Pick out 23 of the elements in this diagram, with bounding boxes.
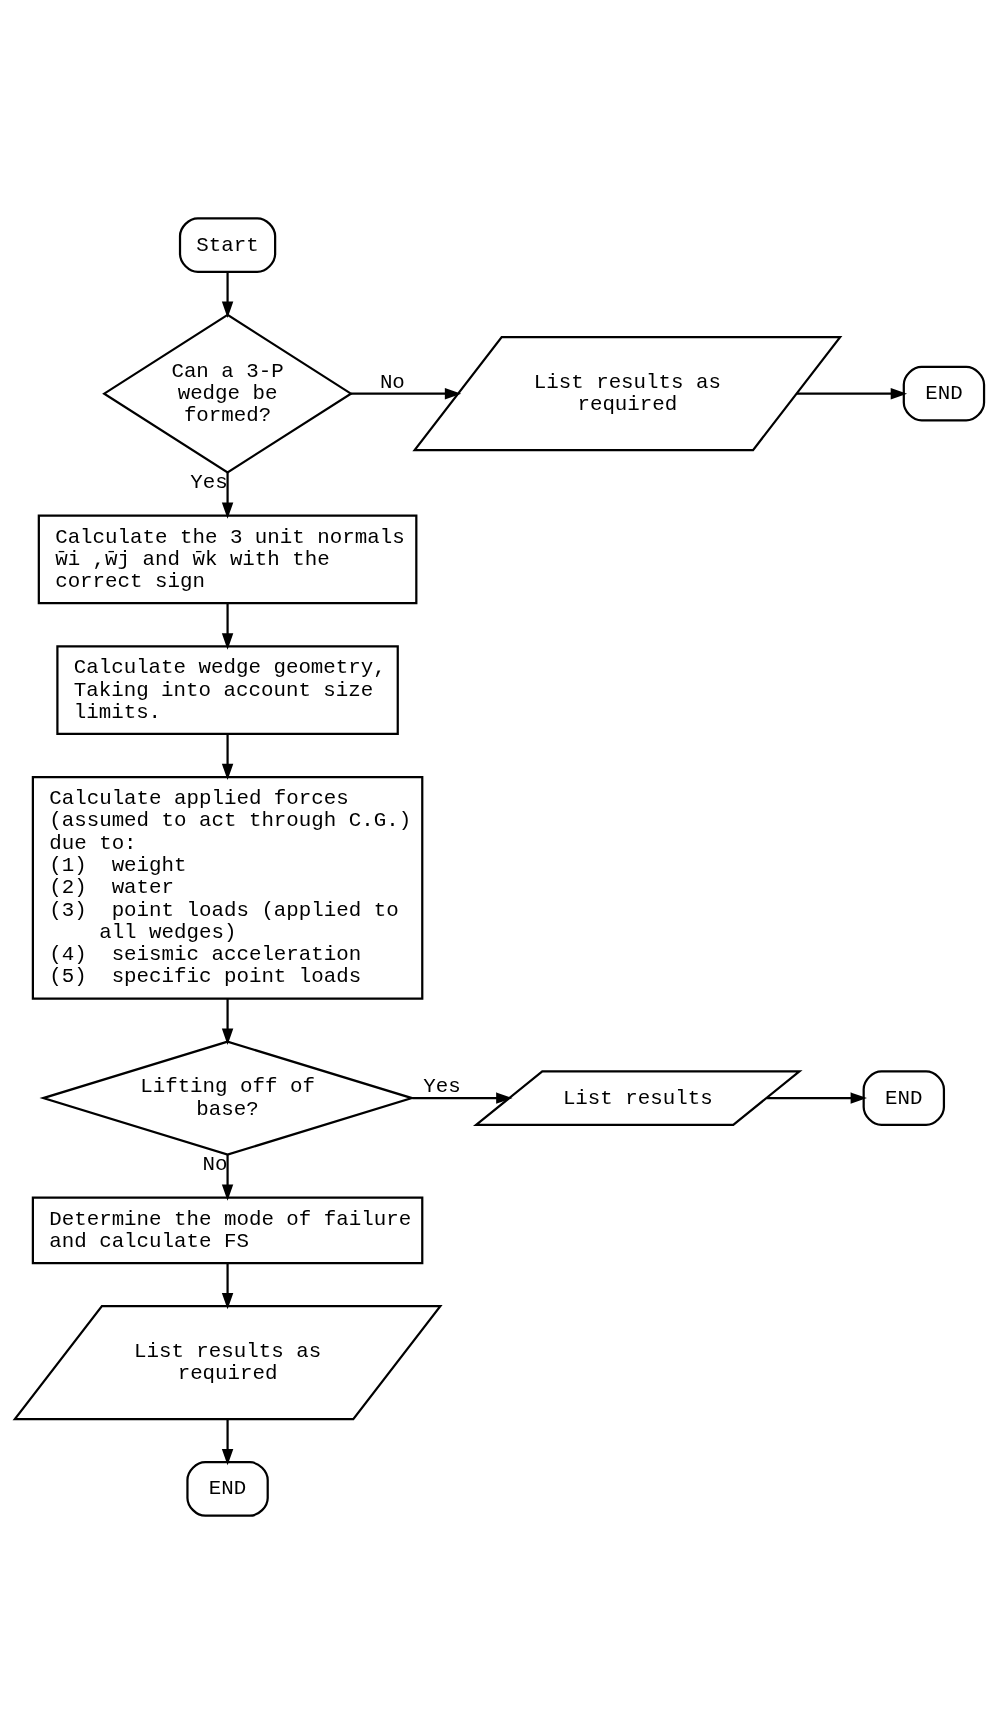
- arrow: [221, 602, 233, 650]
- arrow: [221, 1418, 233, 1465]
- edge-label: Yes: [422, 1074, 461, 1098]
- arrow: [796, 387, 907, 399]
- node-box: Calculate applied forces (assumed to act through C.G.) due to: (1) weight (2) water (3) point loads (applied to all wedges) (4) seismic acceleration (5) specific point loads: [31, 775, 423, 1000]
- arrow: [221, 998, 233, 1045]
- arrow: [221, 472, 233, 519]
- arrow: [221, 271, 233, 318]
- node-box: Calculate wedge geometry, Taking into account size limits.: [55, 644, 399, 735]
- arrow: [350, 387, 461, 399]
- arrow: [221, 733, 233, 780]
- arrow: [221, 1262, 233, 1309]
- node-box: END: [185, 1460, 269, 1517]
- arrow: [766, 1091, 867, 1104]
- node-box: END: [902, 365, 985, 421]
- node-box: END: [862, 1069, 945, 1126]
- node-box: Calculate the 3 unit normals w̄i ,w̄j and w̄k with the correct sign: [37, 513, 417, 604]
- edge-label: No: [379, 370, 405, 394]
- arrow: [221, 1154, 233, 1201]
- node-box: Determine the mode of failure and calculate FS: [31, 1196, 423, 1264]
- node-diamond: Can a 3-P wedge be formed?: [101, 313, 353, 474]
- arrow: [411, 1091, 513, 1104]
- node-box: Start: [178, 216, 276, 273]
